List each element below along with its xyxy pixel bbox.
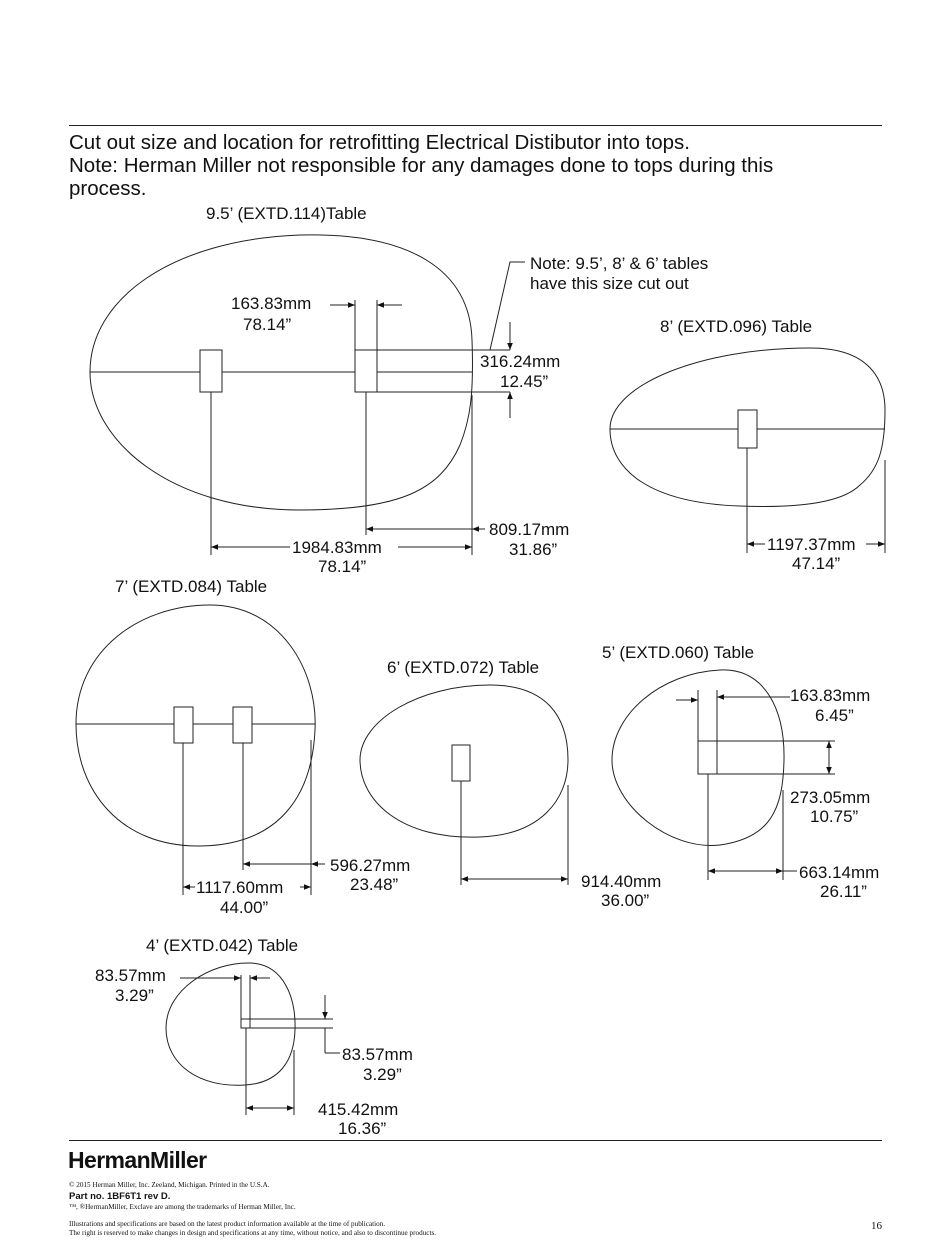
table-5-cut-height-mm: 273.05mm [790,788,870,807]
table-5-cut-width-in: 6.45” [815,706,854,725]
table-7-dim-a-in: 23.48” [350,875,399,894]
table-9-5-note-line-2: have this size cut out [530,274,689,293]
table-6-title: 6’ (EXTD.072) Table [387,658,539,677]
trademark-text: ™, ®HermanMiller, Exclave are among the … [69,1203,296,1211]
table-4-cut-height-mm: 83.57mm [342,1045,413,1064]
table-4-drawing [165,962,340,1115]
table-5-cut-height-in: 10.75” [810,807,859,826]
table-6-outline [359,684,569,838]
table-4-outline [165,962,296,1086]
table-9-5-dim-a-in: 31.86” [509,540,558,559]
disclaimer-line-2: The right is reserved to make changes in… [69,1229,437,1237]
table-5-cut-width-mm: 163.83mm [790,686,870,705]
table-6-drawing [359,684,569,885]
table-4-cutout [240,1018,251,1029]
heading-line-1: Cut out size and location for retrofitti… [69,131,690,154]
table-6-cutout [451,744,471,782]
part-number: Part no. 1BF6T1 rev D. [69,1191,171,1202]
table-7-dim-b-in: 44.00” [220,898,269,917]
table-4-cut-width-mm: 83.57mm [95,966,166,985]
table-5-drawing [611,669,835,880]
copyright-text: © 2015 Herman Miller, Inc. Zeeland, Mich… [69,1181,270,1189]
table-7-title: 7’ (EXTD.084) Table [115,577,267,596]
table-8-cutout [737,409,758,449]
page-number: 16 [871,1220,882,1232]
table-5-cutout [697,740,718,775]
table-6-dim-in: 36.00” [601,891,650,910]
table-8-drawing [609,347,886,553]
table-5-dim-in: 26.11” [820,882,867,901]
table-4-cut-width-in: 3.29” [115,986,154,1005]
table-9-5-cut-height-mm: 316.24mm [480,352,560,371]
heading-line-2: Note: Herman Miller not responsible for … [69,154,774,177]
table-9-5-drawing [89,234,525,555]
heading-line-3: process. [69,177,147,200]
table-4-dim-mm: 415.42mm [318,1100,398,1119]
table-6-dim-mm: 914.40mm [581,872,661,891]
table-4-cut-height-in: 3.29” [363,1065,402,1084]
table-7-cutout-1 [173,706,194,744]
table-5-title: 5’ (EXTD.060) Table [602,643,754,662]
table-9-5-note-line-1: Note: 9.5’, 8’ & 6’ tables [530,254,708,273]
page-heading: Cut out size and location for retrofitti… [69,131,879,200]
table-7-outline [75,604,316,847]
table-5-outline [611,669,785,847]
table-8-dim-mm: 1197.37mm [767,535,856,554]
table-7-drawing [75,604,325,895]
table-9-5-dim-a-mm: 809.17mm [489,520,569,539]
table-8-outline [609,347,886,508]
disclaimer-line-1: Illustrations and specifications are bas… [69,1220,386,1228]
bottom-divider [69,1140,882,1141]
table-9-5-cut-width-mm: 163.83mm [231,294,311,313]
table-9-5-cut-width-in: 78.14” [243,315,292,334]
table-8-dim-in: 47.14” [792,554,841,573]
table-9-5-dim-b-mm: 1984.83mm [292,538,382,557]
table-9-5-title: 9.5’ (EXTD.114)Table [206,204,367,223]
brand-logo: HermanMiller [68,1147,207,1173]
table-4-dim-in: 16.36” [338,1119,387,1138]
table-8-title: 8’ (EXTD.096) Table [660,317,812,336]
table-4-title: 4’ (EXTD.042) Table [146,936,298,955]
table-9-5-outline [89,234,473,511]
table-9-5-dim-b-in: 78.14” [318,557,367,576]
top-divider [69,125,882,126]
table-9-5-cutout-2 [354,349,378,393]
table-9-5-cutout-1 [199,349,223,393]
table-7-dim-a-mm: 596.27mm [330,856,410,875]
table-7-cutout-2 [232,706,253,744]
table-5-dim-mm: 663.14mm [799,863,879,882]
table-7-dim-b-mm: 1117.60mm [196,878,283,897]
table-9-5-cut-height-in: 12.45” [500,372,549,391]
